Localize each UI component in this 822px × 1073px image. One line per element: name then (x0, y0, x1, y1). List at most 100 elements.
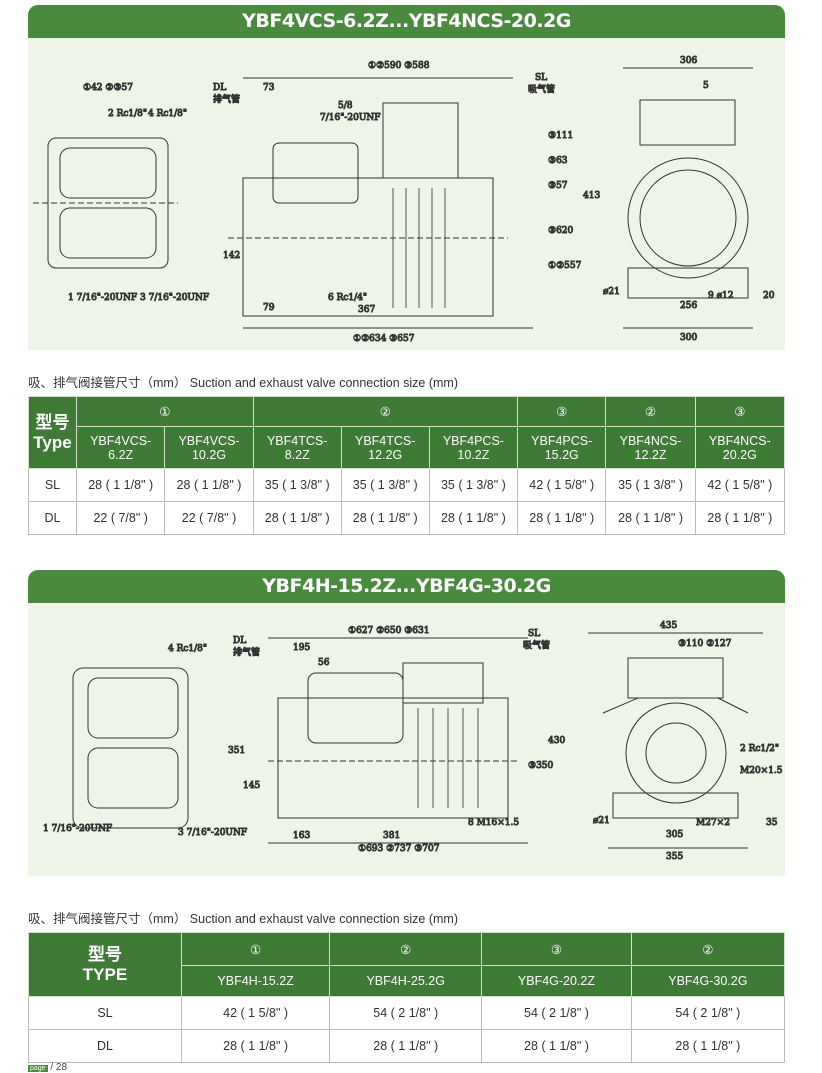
dim-label: ①②634 ③657 (353, 334, 415, 344)
dim-label: 5/8 (338, 101, 353, 111)
dim-label: 306 (680, 56, 697, 66)
table-cell: 35 ( 1 3/8" ) (428, 468, 519, 502)
dim-label: ③63 (548, 156, 568, 166)
dim-label: 381 (383, 831, 400, 841)
side-view-left: 4 Rc1/8" 1 7/16"-20UNF 3 7/16"-20UNF (43, 644, 248, 839)
model-header: YBF4PCS-15.2G (517, 426, 607, 469)
dim-label: ③111 (548, 131, 573, 141)
dim-label: ③350 (528, 761, 554, 771)
dim-label: 195 (293, 643, 310, 653)
table-cell: 42 ( 1 5/8" ) (517, 468, 607, 502)
dim-label: 367 (358, 305, 375, 315)
dim-label: 351 (228, 746, 245, 756)
dim-label: 142 (223, 251, 240, 261)
table-cell: 28 ( 1 1/8" ) (75, 468, 166, 502)
sl-label: SL (528, 629, 540, 639)
section1-drawing: ①42 ②③57 2 Rc1/8" 4 Rc1/8" 1 7/16"-20UNF… (28, 38, 785, 350)
model-header: YBF4PCS-10.2Z (428, 426, 519, 469)
model-header: YBF4H-15.2Z (180, 965, 331, 997)
table-cell: 54 ( 2 1/8" ) (630, 996, 786, 1030)
model-header: YBF4G-30.2G (630, 965, 786, 997)
table-cell: 35 ( 1 3/8" ) (252, 468, 342, 502)
group-header: ② (630, 932, 786, 966)
row-label: DL (28, 1029, 182, 1063)
dim-label: 305 (666, 830, 683, 840)
model-header: YBF4VCS-6.2Z (75, 426, 166, 469)
dim-label: 4 Rc1/8" (148, 109, 187, 119)
front-view-center: ①②590 ③588 DL 排气管 73 5/8 7/16"-20UNF SL … (213, 61, 601, 345)
dl-label-cn: 排气管 (213, 93, 240, 105)
dim-label: 1 7/16"-20UNF (68, 293, 137, 303)
sl-label-cn: 吸气管 (528, 83, 555, 95)
group-header: ② (329, 932, 483, 966)
dim-label: 256 (680, 301, 697, 311)
row-label: SL (28, 468, 77, 502)
table-cell: 28 ( 1 1/8" ) (605, 501, 696, 535)
model-header: YBF4NCS-20.2G (694, 426, 786, 469)
dim-label: ø21 (603, 287, 620, 297)
row-label: SL (28, 996, 182, 1030)
table-cell: 42 ( 1 5/8" ) (694, 468, 786, 502)
dim-label: 5 (703, 81, 709, 91)
table-cell: 28 ( 1 1/8" ) (694, 501, 786, 535)
dim-label: ③620 (548, 226, 574, 236)
dim-label: ①②590 ③588 (368, 61, 430, 71)
dl-label-cn: 排气管 (233, 646, 260, 658)
dim-label: ③110 ②127 (678, 639, 732, 649)
section2-drawing: 4 Rc1/8" 1 7/16"-20UNF 3 7/16"-20UNF ①62… (28, 603, 785, 876)
table-cell: 28 ( 1 1/8" ) (329, 1029, 483, 1063)
dim-label: 8 M16×1.5 (468, 818, 519, 828)
section1-title: YBF4VCS-6.2Z...YBF4NCS-20.2G (28, 5, 785, 38)
page-number: / 28 (50, 1062, 68, 1073)
section2-caption: 吸、排气阀接管尺寸（mm） Suction and exhaust valve … (28, 912, 458, 926)
end-view-right: 306 5 ø21 9 ø12 256 300 20 (603, 56, 776, 344)
table-cell: 54 ( 2 1/8" ) (481, 996, 632, 1030)
sl-label: SL (535, 73, 547, 83)
dim-label: 73 (263, 83, 275, 93)
dim-label: 413 (583, 191, 600, 201)
dim-label: ø21 (593, 816, 610, 826)
table-cell: 28 ( 1 1/8" ) (428, 501, 519, 535)
dim-label: ①42 ②③57 (83, 83, 133, 93)
dim-label: 355 (666, 852, 683, 862)
dim-label: 3 7/16"-20UNF (140, 293, 209, 303)
dim-label: 430 (548, 736, 565, 746)
table-cell: 54 ( 2 1/8" ) (329, 996, 483, 1030)
group-header: ② (605, 396, 696, 427)
table-cell: 42 ( 1 5/8" ) (180, 996, 331, 1030)
dim-label: 163 (293, 831, 310, 841)
table-cell: 28 ( 1 1/8" ) (630, 1029, 786, 1063)
dim-label: 79 (263, 303, 275, 313)
front-view-center: ①627 ②650 ③631 DL 排气管 195 56 SL 吸气管 351 … (228, 626, 566, 855)
dim-label: ①627 ②650 ③631 (348, 626, 429, 636)
model-header: YBF4TCS-8.2Z (252, 426, 342, 469)
group-header: ② (252, 396, 519, 427)
table-cell: 28 ( 1 1/8" ) (252, 501, 342, 535)
model-header: YBF4TCS-12.2G (340, 426, 430, 469)
dim-label: ①②557 (548, 261, 582, 271)
table-cell: 28 ( 1 1/8" ) (517, 501, 607, 535)
table-cell: 28 ( 1 1/8" ) (164, 468, 254, 502)
table-cell: 28 ( 1 1/8" ) (180, 1029, 331, 1063)
dim-label: 1 7/16"-20UNF (43, 824, 112, 834)
model-header: YBF4VCS-10.2G (164, 426, 254, 469)
model-header: YBF4H-25.2G (329, 965, 483, 997)
dim-label: 9 ø12 (708, 291, 733, 301)
page-footer: page / 28 (28, 1062, 67, 1073)
dim-label: 3 7/16"-20UNF (178, 828, 247, 838)
dim-label: 20 (763, 291, 775, 301)
section1-caption: 吸、排气阀接管尺寸（mm） Suction and exhaust valve … (28, 376, 458, 390)
table-cell: 35 ( 1 3/8" ) (340, 468, 430, 502)
end-view-right: 435 ③110 ②127 2 Rc1/2" M20×1.5 M27×2 305… (588, 621, 783, 863)
dim-label: 7/16"-20UNF (320, 113, 381, 123)
group-header: ③ (481, 932, 632, 966)
group-header: ③ (694, 396, 786, 427)
model-header: YBF4G-20.2Z (481, 965, 632, 997)
sl-label-cn: 吸气管 (523, 639, 550, 651)
group-header: ① (76, 396, 254, 427)
